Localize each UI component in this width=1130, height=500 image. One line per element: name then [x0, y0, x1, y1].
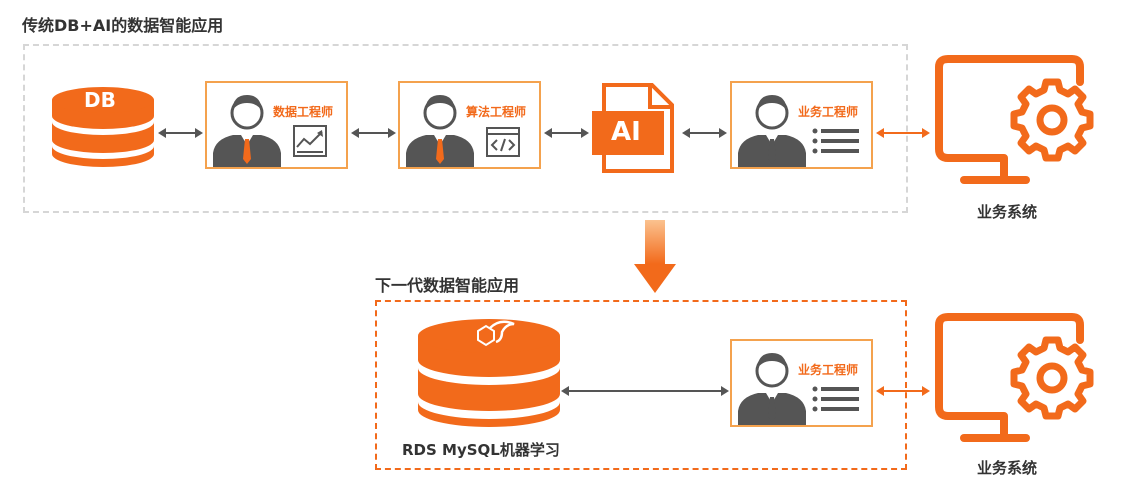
list-icon: [812, 127, 860, 155]
bidirectional-arrow: [682, 124, 727, 138]
list-icon: [812, 385, 860, 413]
bidirectional-arrow-orange: [876, 382, 930, 396]
person-icon: [736, 347, 808, 425]
database-icon: [50, 84, 156, 168]
monitor-gear-icon: [934, 312, 1094, 444]
next-gen-section-title: 下一代数据智能应用: [375, 276, 520, 295]
down-arrow-icon: [634, 220, 676, 293]
monitor-gear-icon: [934, 54, 1094, 186]
traditional-section-title: 传统DB+AI的数据智能应用: [22, 16, 224, 35]
biz-system-label: 业务系统: [977, 203, 1038, 221]
algo-engineer-card: 算法工程师: [398, 81, 541, 169]
person-icon: [736, 89, 808, 167]
traditional-container: [23, 44, 908, 213]
next-gen-container: [375, 300, 907, 470]
biz-engineer-card-next-gen: 业务工程师: [730, 339, 873, 427]
ai-file-icon: [592, 83, 682, 173]
biz-engineer-label: 业务工程师: [798, 363, 859, 377]
algo-engineer-label: 算法工程师: [466, 105, 527, 119]
person-icon: [404, 89, 476, 167]
bidirectional-arrow: [544, 124, 589, 138]
bidirectional-arrow: [158, 124, 203, 138]
bidirectional-arrow: [561, 382, 729, 396]
bidirectional-arrow-orange: [876, 124, 930, 138]
db-label: DB: [84, 88, 116, 112]
person-icon: [211, 89, 283, 167]
rds-label: RDS MySQL机器学习: [402, 441, 560, 459]
data-engineer-card: 数据工程师: [205, 81, 348, 169]
data-engineer-label: 数据工程师: [273, 105, 334, 119]
code-icon: [486, 127, 520, 157]
rds-database-icon: [416, 312, 562, 430]
bidirectional-arrow: [351, 124, 396, 138]
chart-icon: [293, 125, 327, 157]
ai-label: AI: [611, 117, 641, 147]
biz-engineer-card: 业务工程师: [730, 81, 873, 169]
biz-engineer-label: 业务工程师: [798, 105, 859, 119]
biz-system-label: 业务系统: [977, 459, 1038, 477]
